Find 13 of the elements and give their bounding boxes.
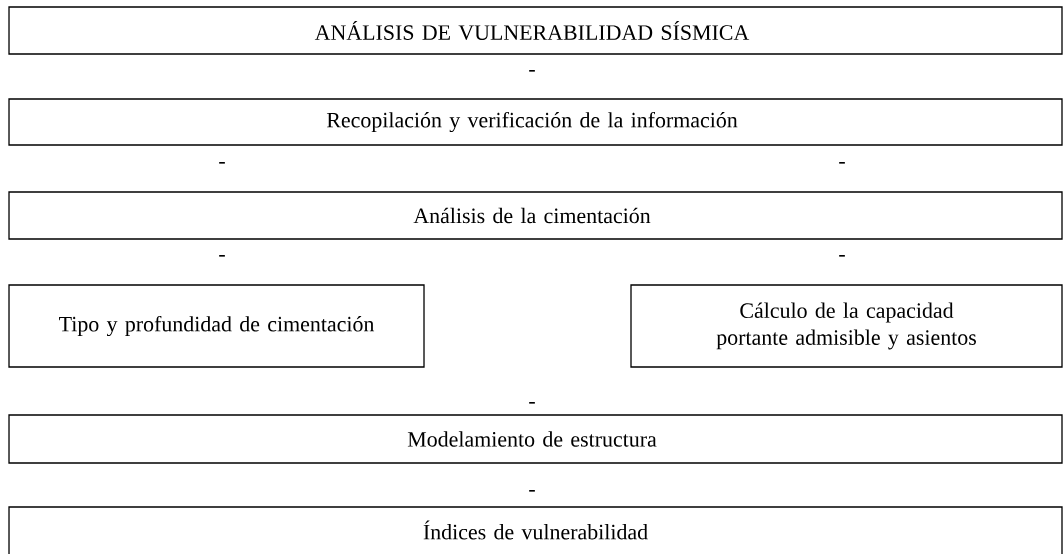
- process-box: ANÁLISIS DE VULNERABILIDAD SÍSMICA: [8, 6, 1063, 55]
- process-box: Índices de vulnerabilidad: [8, 506, 1063, 554]
- process-box: Cálculo de la capacidad portante admisible y asientos: [630, 284, 1063, 368]
- dash-mark: -: [219, 255, 225, 257]
- dash-mark: -: [839, 162, 845, 164]
- dash-mark: -: [839, 255, 845, 257]
- dash-mark: -: [529, 490, 535, 492]
- process-box: Recopilación y verificación de la información: [8, 98, 1063, 146]
- process-box: Modelamiento de estructura: [8, 414, 1063, 464]
- process-box: Análisis de la cimentación: [8, 191, 1063, 240]
- dash-mark: -: [529, 70, 535, 72]
- process-box: Tipo y profundidad de cimentación: [8, 284, 425, 368]
- dash-mark: -: [219, 162, 225, 164]
